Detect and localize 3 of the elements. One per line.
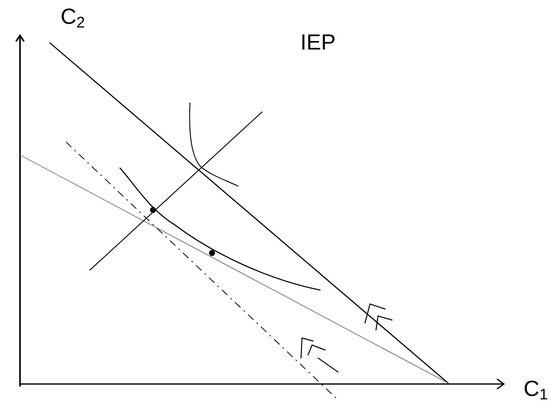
- axis-label: IEP: [302, 34, 335, 50]
- axis-label: C$_{1}$: [524, 380, 548, 400]
- axis-label: C$_{2}$: [62, 8, 84, 28]
